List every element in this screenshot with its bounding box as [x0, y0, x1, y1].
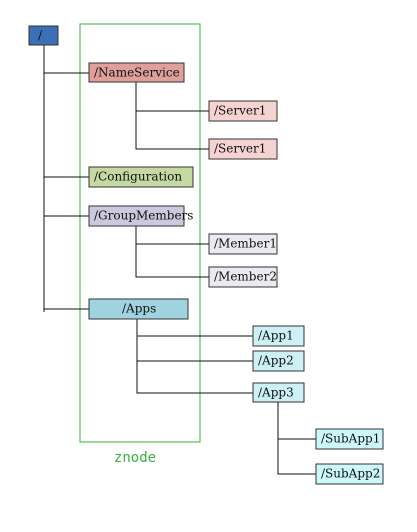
node-subapp-2-label: /SubApp2 [321, 467, 380, 481]
node-nameservice[interactable]: /NameService [88, 62, 185, 83]
node-subapp-2[interactable]: /SubApp2 [315, 463, 384, 485]
connector-lines [43, 45, 316, 475]
node-nameservice-label: /NameService [94, 66, 180, 80]
node-groupmembers-box [88, 205, 185, 227]
node-app-3-label: /App3 [258, 386, 294, 400]
node-app-3[interactable]: /App3 [252, 382, 305, 403]
node-groupmembers[interactable]: /GroupMembers [88, 205, 193, 227]
node-app-2-label: /App2 [258, 354, 294, 368]
znode-region-label: znode [114, 450, 156, 466]
node-configuration-label: /Configuration [94, 170, 182, 184]
node-nameservice-box [88, 62, 185, 83]
node-apps-box [88, 298, 189, 320]
node-member-2-box [208, 266, 278, 288]
node-root-box [28, 25, 59, 46]
znode-region-box [79, 23, 201, 443]
node-apps-label: /Apps [122, 302, 156, 316]
node-member-1-box [208, 233, 278, 255]
node-app-1-box [252, 325, 305, 347]
node-subapp-2-box [315, 463, 384, 485]
node-member-2[interactable]: /Member2 [208, 266, 278, 288]
node-member-1[interactable]: /Member1 [208, 233, 278, 255]
node-member-1-label: /Member1 [214, 237, 277, 251]
node-server-1-box [208, 100, 278, 122]
node-apps[interactable]: /Apps [88, 298, 189, 320]
node-app-2-box [252, 350, 305, 372]
node-app-1-label: /App1 [258, 329, 294, 343]
connector-apps-app-3 [136, 319, 253, 394]
node-root[interactable]: / [28, 25, 59, 46]
node-server-2[interactable]: /Server1 [208, 138, 278, 160]
node-configuration-box [88, 166, 194, 188]
node-server-2-label: /Server1 [214, 142, 266, 156]
node-groupmembers-label: /GroupMembers [94, 209, 193, 223]
connector-app3-subapp-2 [277, 402, 316, 475]
node-subapp-1-label: /SubApp1 [321, 432, 380, 446]
node-app-3-box [252, 382, 305, 403]
node-app-2[interactable]: /App2 [252, 350, 305, 372]
node-subapp-1[interactable]: /SubApp1 [315, 428, 384, 450]
node-configuration[interactable]: /Configuration [88, 166, 194, 188]
node-root-label: / [38, 29, 43, 43]
connector-nameservice-server-2 [135, 82, 209, 150]
node-server-2-box [208, 138, 278, 160]
node-member-2-label: /Member2 [214, 270, 277, 284]
node-subapp-1-box [315, 428, 384, 450]
connector-groupmembers-member-2 [135, 226, 209, 278]
node-app-1[interactable]: /App1 [252, 325, 305, 347]
node-server-1-label: /Server1 [214, 104, 266, 118]
node-server-1[interactable]: /Server1 [208, 100, 278, 122]
